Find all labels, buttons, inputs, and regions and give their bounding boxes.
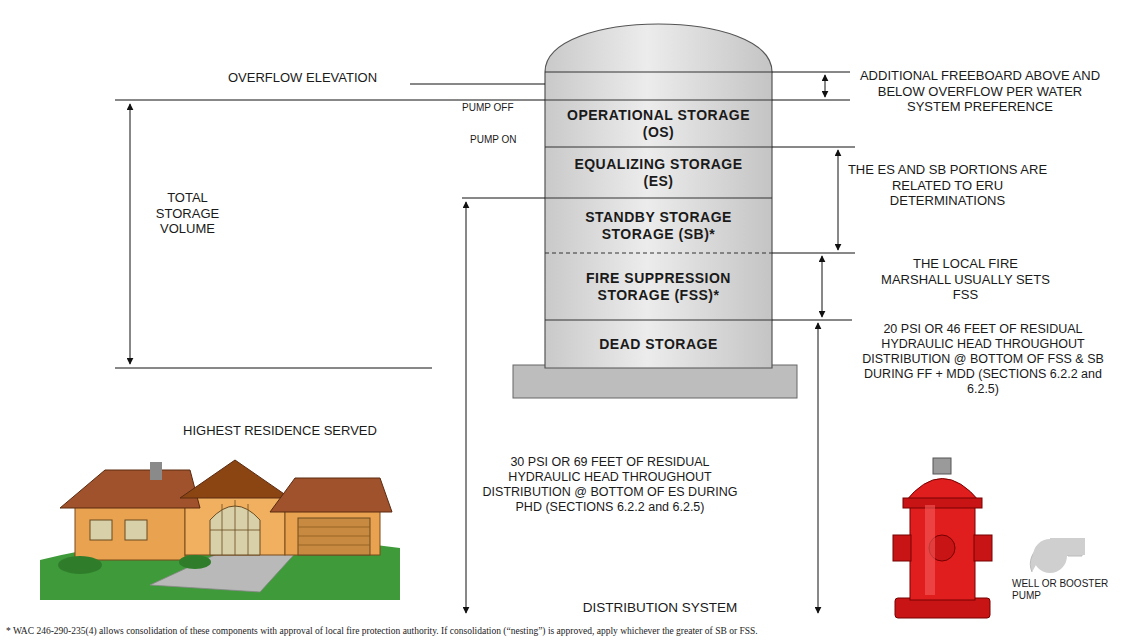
equalizing-storage-band: EQUALIZING STORAGE (ES) <box>545 147 772 198</box>
es-sb-note: THE ES AND SB PORTIONS ARE RELATED TO ER… <box>845 162 1050 209</box>
dimension-lines <box>115 72 855 613</box>
distribution-baseline <box>470 617 815 618</box>
storage-tank <box>513 24 797 398</box>
distribution-label: DISTRIBUTION SYSTEM <box>583 600 738 616</box>
fire-suppression-band: FIRE SUPPRESSION STORAGE (FSS)* <box>545 253 772 320</box>
tank-level-lines <box>545 72 772 320</box>
storage-band-label: EQUALIZING STORAGE (ES) <box>559 156 758 190</box>
overflow-label: OVERFLOW ELEVATION <box>228 70 377 86</box>
operational-storage-band: OPERATIONAL STORAGE (OS) <box>545 100 772 147</box>
standby-storage-band: STANDBY STORAGE STORAGE (SB)* <box>545 198 772 253</box>
booster-pump-symbol <box>1030 538 1085 573</box>
pressure-note: 20 PSI OR 46 FEET OF RESIDUAL HYDRAULIC … <box>858 322 1108 397</box>
fss-note: THE LOCAL FIRE MARSHALL USUALLY SETS FSS <box>878 256 1053 303</box>
total-volume-label: TOTAL STORAGE VOLUME <box>145 190 230 237</box>
residence-label: HIGHEST RESIDENCE SERVED <box>183 423 377 439</box>
house-illustration <box>40 460 400 600</box>
pump-off-label: PUMP OFF <box>462 102 513 114</box>
dead-storage-band: DEAD STORAGE <box>545 320 772 368</box>
pressure-note: 30 PSI OR 69 FEET OF RESIDUAL HYDRAULIC … <box>476 455 744 515</box>
tank-shell <box>545 24 772 368</box>
storage-band-label: OPERATIONAL STORAGE (OS) <box>559 107 758 141</box>
footnote: * WAC 246-290-235(4) allows consolidatio… <box>6 626 758 637</box>
storage-band-label: DEAD STORAGE <box>599 336 718 353</box>
storage-band-label: STANDBY STORAGE STORAGE (SB)* <box>559 209 758 243</box>
pump-label: WELL OR BOOSTER PUMP <box>1012 578 1112 602</box>
tank-foundation <box>513 365 797 398</box>
pump-on-label: PUMP ON <box>470 134 517 146</box>
storage-band-label: FIRE SUPPRESSION STORAGE (FSS)* <box>559 270 758 304</box>
fire-hydrant <box>893 458 992 618</box>
freeboard-note: ADDITIONAL FREEBOARD ABOVE AND BELOW OVE… <box>855 68 1105 115</box>
